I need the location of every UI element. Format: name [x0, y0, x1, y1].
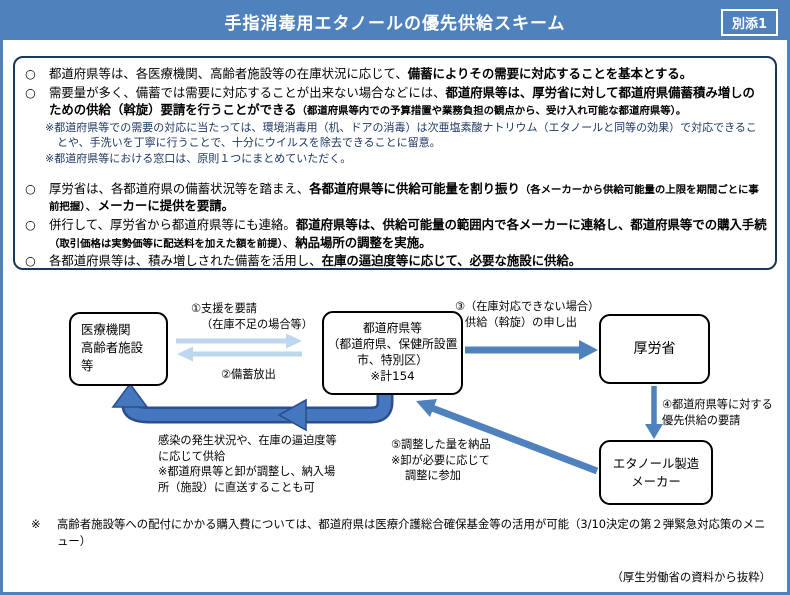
footnote-text: 高齢者施設等への配付にかかる購入費については、都道府県は医療介護総合確保基金等の… — [57, 517, 766, 548]
arrow-stock-release — [177, 346, 302, 362]
summary-bullet-1: ○ 都道府県等は、各医療機関、高齢者施設等の在庫状況に応じて、備蓄によりその需要… — [25, 65, 767, 83]
summary-bullet-5-text: 各都道府県等は、積み増しされた備蓄を活用し、在庫の逼迫度等に応じて、必要な施設に… — [49, 253, 582, 269]
summary-bullet-4-text: 併行して、厚労省から都道府県等にも連絡。都道府県等は、供給可能量の範囲内で各メー… — [49, 217, 767, 250]
box-prefectures: 都道府県等 （都道府県、保健所設置 市、特別区） ※計154 — [322, 311, 463, 395]
summary-bullet-2-text: 需要量が多く、備蓄では需要に対応することが出来ない場合などには、都道府県等は、厚… — [49, 84, 755, 118]
footnote: ※ 高齢者施設等への配付にかかる購入費については、都道府県は医療介護総合確保基金… — [31, 516, 773, 549]
label-delivery: ⑤調整した量を納品 ※卸が必要に応じて 調整に参加 — [391, 438, 491, 483]
footnote-marker: ※ — [31, 517, 41, 531]
summary-box: ○ 都道府県等は、各医療機関、高齢者施設等の在庫状況に応じて、備蓄によりその需要… — [13, 56, 777, 270]
summary-bullet-3-text: 厚労省は、各都道府県の備蓄状況等を踏まえ、各都道府県等に供給可能量を割り振り（各… — [49, 180, 759, 214]
title-bar: 手指消毒用エタノールの優先供給スキーム — [3, 3, 787, 40]
label-stock-release: ②備蓄放出 — [221, 368, 276, 381]
attachment-badge: 別添1 — [720, 9, 778, 36]
summary-bullet-2: ○ 需要量が多く、備蓄では需要に対応することが出来ない場合などには、都道府県等は… — [25, 84, 767, 119]
arrow-application-to-mhlw — [465, 340, 598, 360]
summary-bullet-1-text: 都道府県等は、各医療機関、高齢者施設等の在庫状況に応じて、備蓄によりその需要に対… — [49, 66, 693, 81]
bullet-marker: ○ — [25, 253, 36, 269]
arrow-priority-supply-request — [645, 386, 663, 439]
label-supply-to-facilities: 感染の発生状況や、在庫の逼迫度等 に応じて供給 ※都道府県等と卸が調整し、納入場… — [158, 434, 337, 495]
summary-note-1: ※都道府県等での需要の対応に当たっては、環境消毒用（机、ドアの消毒）は次亜塩素酸… — [45, 120, 757, 150]
summary-note-2: ※都道府県等における窓口は、原則１つにまとめていただく。 — [45, 152, 352, 166]
summary-bullet-3: ○ 厚労省は、各都道府県の備蓄状況等を踏まえ、各都道府県等に供給可能量を割り振り… — [25, 180, 767, 216]
box-ethanol-maker: エタノール製造 メーカー — [599, 440, 713, 505]
label-support-request: ①支援を要請 （在庫不足の場合等） — [191, 302, 313, 331]
bullet-marker: ○ — [25, 66, 36, 81]
arrow-support-request — [176, 333, 302, 349]
label-application: ③（在庫対応できない場合） 供給（斡旋）の申し出 — [455, 300, 600, 329]
source-note: （厚生労働省の資料から抜粋） — [611, 570, 771, 584]
bullet-marker: ○ — [25, 180, 36, 196]
bullet-marker: ○ — [25, 217, 36, 233]
summary-bullet-5: ○ 各都道府県等は、積み増しされた備蓄を活用し、在庫の逼迫度等に応じて、必要な施… — [25, 252, 767, 269]
box-mhlw: 厚労省 — [599, 314, 710, 384]
summary-bullet-4: ○ 併行して、厚労省から都道府県等にも連絡。都道府県等は、供給可能量の範囲内で各… — [25, 216, 767, 251]
page-title: 手指消毒用エタノールの優先供給スキーム — [224, 14, 566, 34]
label-priority-request: ④都道府県等に対する 優先供給の要請 — [662, 398, 773, 427]
bullet-marker: ○ — [25, 84, 36, 100]
box-medical-institutions: 医療機関 高齢者施設 等 — [69, 312, 168, 386]
